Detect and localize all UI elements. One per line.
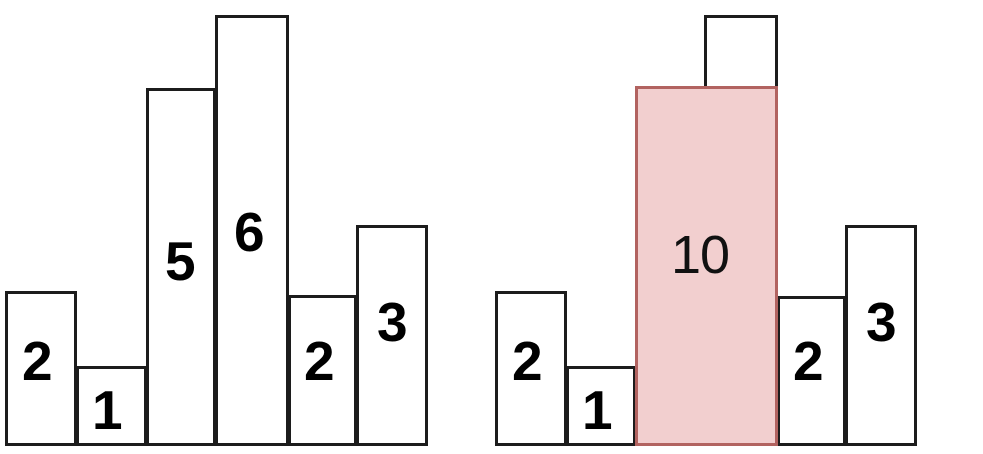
bar: [215, 15, 289, 446]
bar: [777, 296, 846, 446]
bar-value-label: 5: [165, 230, 196, 292]
bar: [635, 86, 778, 446]
bar-value-label: 3: [866, 291, 897, 353]
bar: [845, 225, 917, 446]
bar-value-label: 2: [304, 330, 335, 392]
bar: [495, 291, 567, 446]
bar: [76, 366, 147, 446]
bar-value-label: 3: [377, 291, 408, 353]
bar-value-label: 10: [671, 225, 730, 285]
bar: [5, 291, 77, 446]
bar: [356, 225, 428, 446]
bar-value-label: 1: [92, 379, 123, 441]
bar-value-label: 2: [793, 330, 824, 392]
bar-value-label: 2: [22, 330, 53, 392]
bar: [146, 88, 216, 446]
bar: [566, 366, 636, 446]
bar-value-label: 1: [582, 379, 613, 441]
bar-value-label: 2: [512, 330, 543, 392]
bar-value-label: 6: [234, 201, 265, 263]
bar: [288, 295, 357, 446]
